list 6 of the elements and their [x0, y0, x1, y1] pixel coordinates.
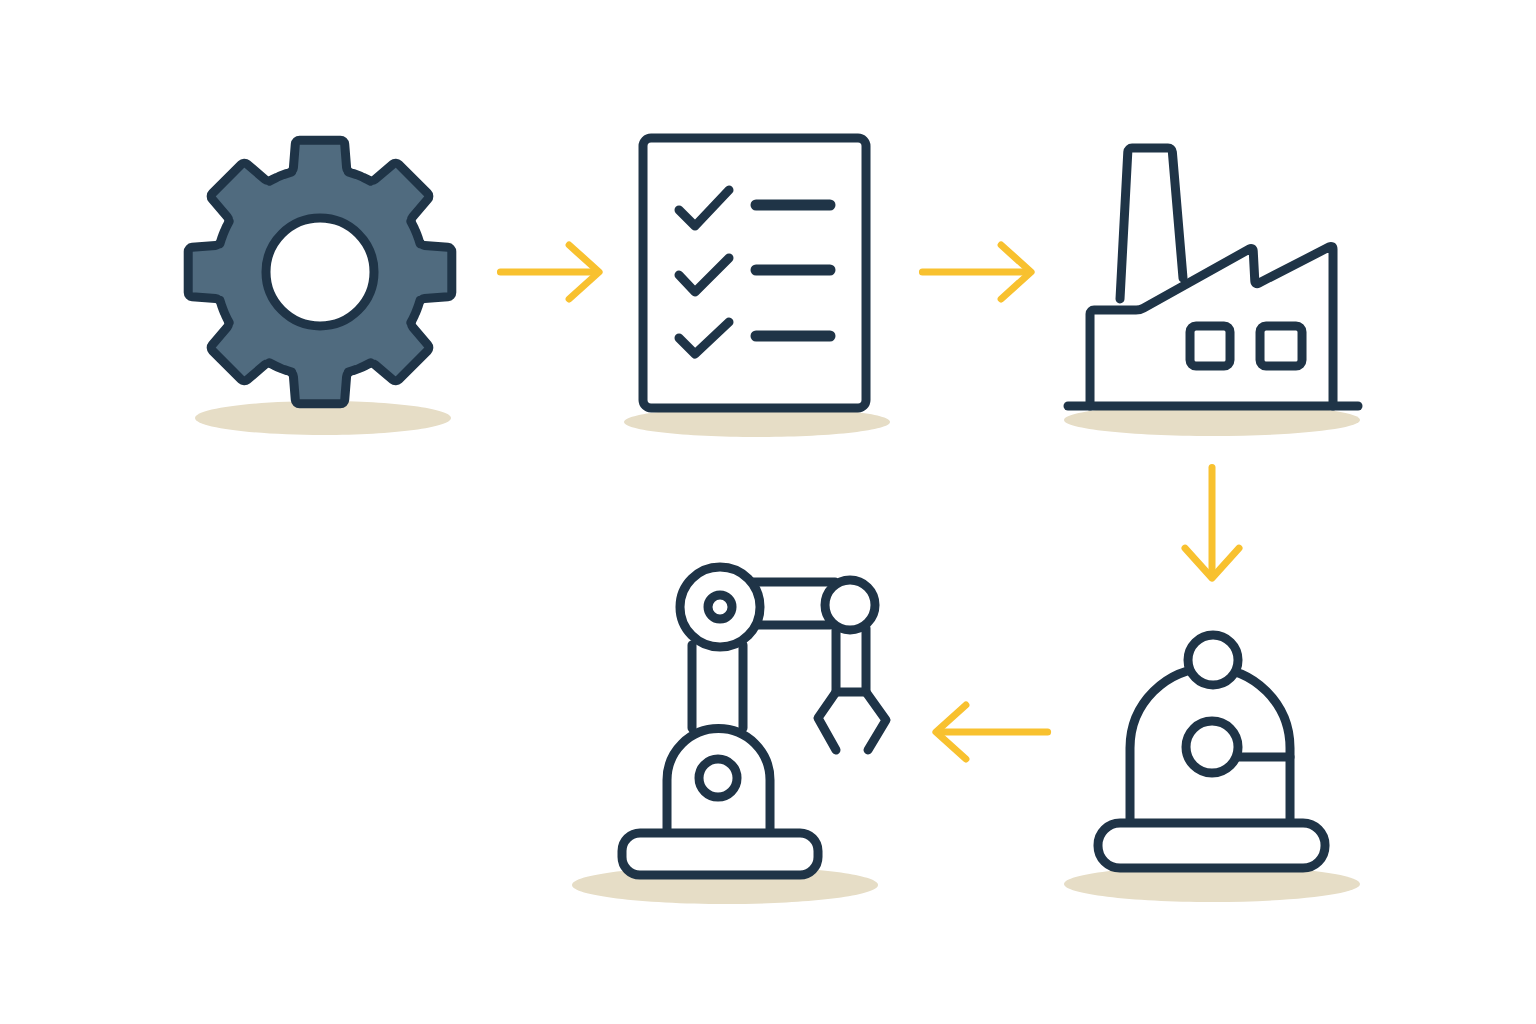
robot-icon	[1064, 630, 1360, 902]
checklist-icon	[624, 133, 890, 437]
arrow	[932, 701, 1052, 763]
robot-arm-icon	[572, 562, 891, 904]
factory-icon	[1063, 143, 1363, 436]
gear-icon	[183, 135, 457, 435]
